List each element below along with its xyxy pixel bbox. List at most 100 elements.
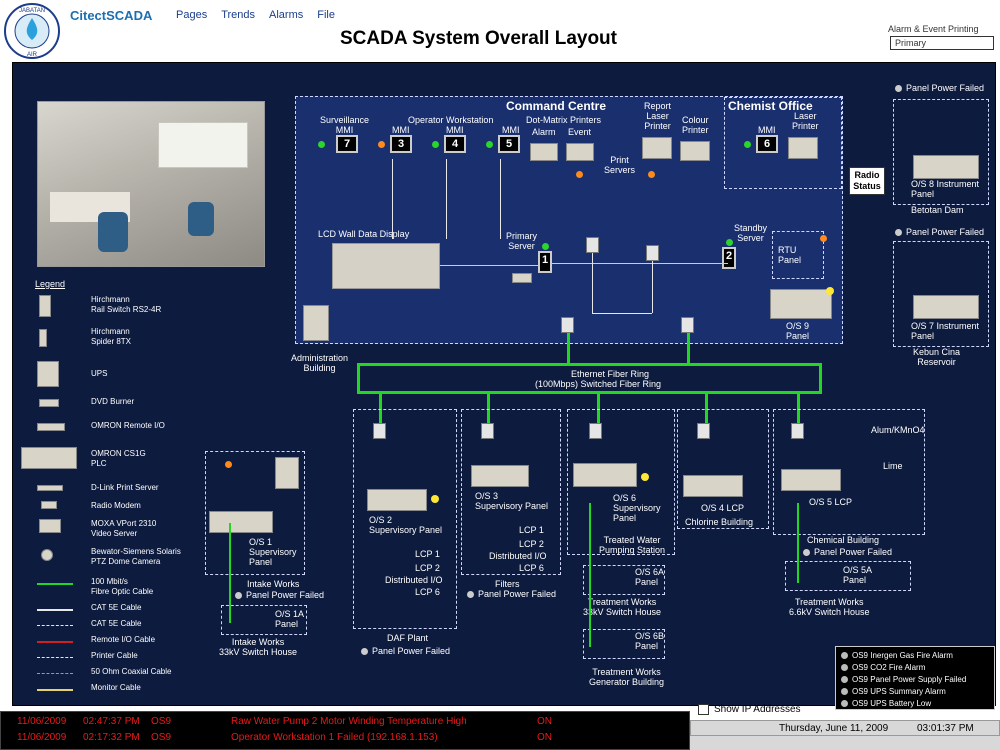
fiber-ring-speed-label: (100Mbps) Switched Fiber Ring (535, 379, 662, 389)
legend-item: MOXA VPort 2310 Video Server (91, 519, 157, 538)
rail-switch-icon (39, 295, 51, 317)
alum-label: Alum/KMnO4 (871, 425, 925, 435)
lcp6-label: LCP 6 (519, 563, 544, 573)
status-led-icon (486, 141, 493, 148)
printer-icon (680, 141, 710, 161)
mmi-monitor-5[interactable]: 5 (498, 135, 520, 153)
plc-icon (21, 447, 77, 469)
standby-server-icon[interactable]: 2 (722, 247, 736, 269)
alarm-time: 02:47:37 PM (83, 716, 140, 727)
rail-switch-icon (681, 317, 694, 333)
alarm-printing-select[interactable]: Primary (890, 36, 994, 50)
status-led-icon (726, 239, 733, 246)
legend-item: Radio Modem (91, 501, 141, 510)
fiber-ring-bottom (357, 391, 821, 394)
camera-icon (826, 287, 834, 295)
legend-item: 50 Ohm Coaxial Cable (91, 667, 172, 676)
rtu-panel-area (772, 231, 824, 279)
menu-pages[interactable]: Pages (176, 9, 208, 21)
alarm-summary-item[interactable]: OS9 Panel Power Supply Failed (841, 674, 989, 686)
chemist-office-title: Chemist Office (728, 99, 813, 113)
mmi-monitor-3[interactable]: 3 (390, 135, 412, 153)
status-led-icon (744, 141, 751, 148)
mmi-monitor-7[interactable]: 7 (336, 135, 358, 153)
alarm-summary-item[interactable]: OS9 UPS Battery Low (841, 698, 989, 710)
menu-trends[interactable]: Trends (221, 9, 256, 21)
legend-item: 100 Mbit/s Fibre Optic Cable (91, 577, 154, 596)
panel-power-failed-indicator: Panel Power Failed (895, 83, 984, 93)
status-bar-filler (690, 736, 1000, 750)
standby-server-label: Standby Server (734, 223, 768, 243)
plc-icon (683, 475, 743, 497)
network-diagram: Command Centre Chemist Office Surveillan… (12, 62, 996, 710)
alarm-summary-item[interactable]: OS9 UPS Summary Alarm (841, 686, 989, 698)
lcp2-label: LCP 2 (415, 563, 440, 573)
os1a-label: O/S 1A Panel (275, 609, 305, 629)
lcp6-label: LCP 6 (415, 587, 440, 597)
intake-works-label: Intake Works (247, 579, 300, 589)
camera-icon (41, 549, 53, 561)
menu-file[interactable]: File (317, 9, 335, 21)
tw66-label: Treatment Works 6.6kV Switch House (789, 597, 870, 617)
mmi-monitor-6[interactable]: 6 (756, 135, 778, 153)
surveillance-label: Surveillance MMI (320, 115, 370, 135)
legend-item: OMRON CS1G PLC (91, 449, 146, 468)
menu-alarms[interactable]: Alarms (269, 9, 304, 21)
print-server-icon (37, 485, 63, 491)
title-bar: JABATAN AIR CitectSCADA Pages Trends Ala… (0, 0, 1000, 62)
status-bar: Thursday, June 11, 2009 03:01:37 PM (690, 720, 1000, 736)
betotan-dam-label: Betotan Dam (911, 205, 964, 215)
show-ip-checkbox[interactable] (698, 704, 709, 715)
panel-power-failed-indicator: Panel Power Failed (235, 590, 324, 600)
os3-label: O/S 3 Supervisory Panel (475, 491, 549, 511)
svg-text:AIR: AIR (27, 52, 38, 58)
dvd-burner-icon (512, 273, 532, 283)
os1-label: O/S 1 Supervisory Panel (249, 537, 297, 567)
alarm-state: ON (537, 716, 552, 727)
legend-item: DVD Burner (91, 397, 135, 406)
print-server-icon (648, 171, 655, 178)
plc-icon (367, 489, 427, 511)
operator-workstation-label: Operator Workstation (408, 115, 494, 125)
os6a-area (583, 565, 665, 595)
plc-icon (913, 295, 979, 319)
ups-icon (275, 457, 299, 489)
legend-item: Hirchmann Rail Switch RS2-4R (91, 295, 162, 314)
chemical-label: Chemical Building (807, 535, 880, 545)
mmi-monitor-4[interactable]: 4 (444, 135, 466, 153)
lcd-wall-display (332, 243, 440, 289)
panel-power-failed-indicator: Panel Power Failed (361, 646, 450, 656)
mmi-label: MMI (502, 125, 520, 135)
printer-icon (788, 137, 818, 159)
lcp1-label: LCP 1 (519, 525, 544, 535)
alarm-summary-item[interactable]: OS9 Inergen Gas Fire Alarm (841, 650, 989, 662)
alarm-date: 11/06/2009 (17, 732, 67, 743)
chlorine-building-area (677, 409, 769, 529)
show-ip-label: Show IP Addresses (714, 704, 801, 715)
alarm-row[interactable]: 11/06/2009 02:17:32 PM OS9 Operator Work… (1, 732, 691, 745)
primary-server-icon[interactable]: 1 (538, 251, 552, 273)
rail-switch-icon (561, 317, 574, 333)
os8-label: O/S 8 Instrument Panel (911, 179, 980, 199)
alarm-date: 11/06/2009 (17, 716, 67, 727)
mmi-label: MMI (446, 125, 464, 135)
rail-switch-icon (373, 423, 386, 439)
radio-modem-icon (41, 501, 57, 509)
alarm-row[interactable]: 11/06/2009 02:47:37 PM OS9 Raw Water Pum… (1, 716, 691, 729)
twgen-label: Treatment Works Generator Building (589, 667, 665, 687)
plc-icon (913, 155, 979, 179)
radio-modem-icon (820, 235, 827, 242)
svg-text:JABATAN: JABATAN (19, 8, 45, 14)
command-centre-area: Command Centre Chemist Office Surveillan… (295, 96, 843, 344)
show-ip-toggle[interactable]: Show IP Addresses (698, 704, 801, 715)
os6-label: O/S 6 Supervisory Panel (613, 493, 661, 523)
laser-printer-label: Laser Printer (792, 111, 819, 131)
os4-label: O/S 4 LCP (701, 503, 745, 513)
os5a-label: O/S 5A Panel (843, 565, 873, 585)
tw33-label: Treatment Works 33kV Switch House (583, 597, 662, 617)
alarm-summary-item[interactable]: OS9 CO2 Fire Alarm (841, 662, 989, 674)
alarm-printer-label: Alarm (532, 127, 556, 137)
printer-icon (642, 137, 672, 159)
os8-site-area (893, 99, 989, 205)
radio-status-button[interactable]: Radio Status (849, 167, 885, 195)
